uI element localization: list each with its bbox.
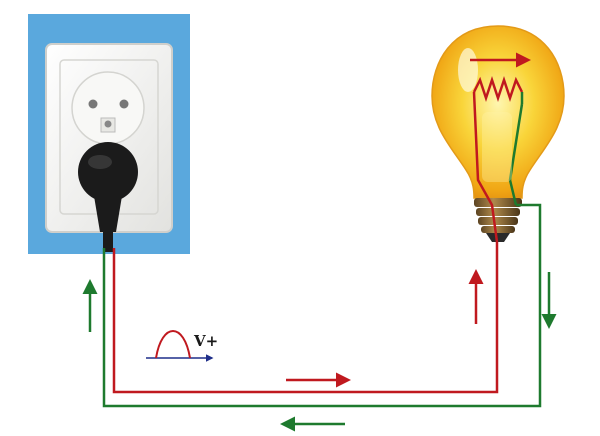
wall-socket-icon <box>28 14 190 254</box>
plug-icon <box>78 142 138 252</box>
voltage-label: V+ <box>193 332 218 350</box>
filament <box>472 76 524 102</box>
light-bulb-icon <box>431 25 565 243</box>
hot-wire <box>112 242 499 394</box>
return-wire <box>102 203 542 408</box>
voltage-waveform: V+ <box>146 330 218 362</box>
waveform-pulse <box>155 330 191 359</box>
current-arrows <box>82 52 557 432</box>
socket-face <box>71 71 145 145</box>
bulb-base <box>474 198 522 242</box>
